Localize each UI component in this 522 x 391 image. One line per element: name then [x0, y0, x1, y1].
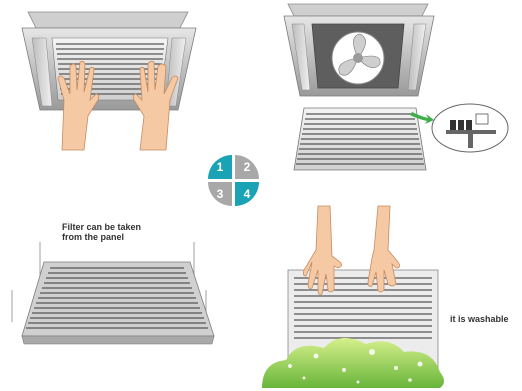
- removed-filter-3: [12, 242, 214, 344]
- latch-detail-icon: [432, 104, 508, 152]
- lowered-grille-2: [294, 108, 426, 170]
- fan-icon: [332, 32, 384, 84]
- caption-washable: it is washable: [450, 314, 509, 324]
- caption-filter-removed: Filter can be taken from the panel: [62, 222, 141, 242]
